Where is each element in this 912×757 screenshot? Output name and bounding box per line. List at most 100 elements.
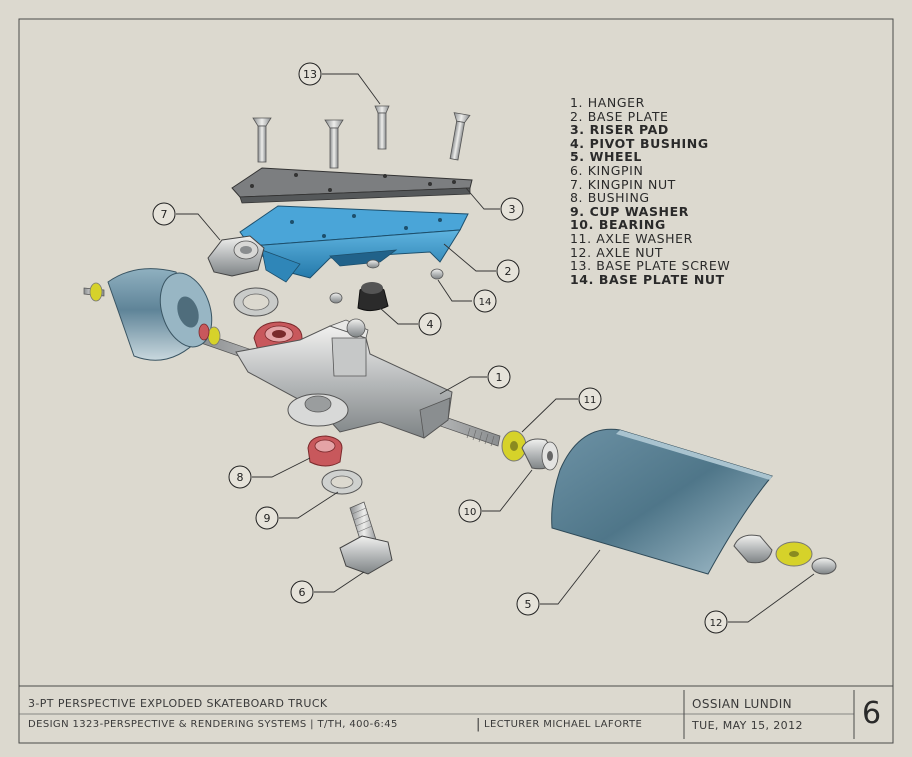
bearing-right <box>733 534 773 564</box>
callout-8: 8 <box>228 465 252 489</box>
callout-14-label: 14 <box>479 297 492 308</box>
legend-num: 12. <box>570 244 592 260</box>
legend-label: BEARING <box>598 217 666 233</box>
parts-legend: 1. HANGER 2. BASE PLATE 3. RISER PAD 4. … <box>570 96 730 286</box>
legend-num: 7. <box>570 176 584 192</box>
legend-label: KINGPIN <box>587 162 644 178</box>
legend-num: 9. <box>570 203 585 219</box>
cup-washer-top <box>233 287 279 317</box>
callout-2: 2 <box>496 259 520 283</box>
legend-label: HANGER <box>587 95 645 110</box>
base-plate-nuts <box>329 259 444 304</box>
legend-num: 2. <box>570 108 584 124</box>
callout-5: 5 <box>516 592 540 616</box>
callout-6-label: 6 <box>299 586 306 599</box>
callout-10-label: 10 <box>464 507 477 518</box>
callout-1: 1 <box>487 365 511 389</box>
callout-13: 13 <box>298 62 322 86</box>
legend-label: CUP WASHER <box>589 203 689 219</box>
legend-item: 4. PIVOT BUSHING <box>570 135 730 151</box>
legend-label: BASE PLATE NUT <box>598 271 725 287</box>
legend-item: 12. AXLE NUT <box>570 244 730 260</box>
callout-10: 10 <box>458 499 482 523</box>
callout-14: 14 <box>473 289 497 313</box>
legend-item: 11. AXLE WASHER <box>570 232 730 246</box>
legend-num: 5. <box>570 149 585 165</box>
legend-item: 3. RISER PAD <box>570 123 730 137</box>
callout-11-label: 11 <box>584 395 597 406</box>
drawing-title: 3-PT PERSPECTIVE EXPLODED SKATEBOARD TRU… <box>28 697 328 710</box>
callout-9-label: 9 <box>264 512 271 525</box>
axle-washer <box>501 430 527 462</box>
legend-item: 14. BASE PLATE NUT <box>570 271 730 287</box>
callout-9: 9 <box>255 506 279 530</box>
legend-label: BASE PLATE <box>587 108 669 124</box>
callout-8-label: 8 <box>237 471 244 484</box>
legend-num: 4. <box>570 135 585 151</box>
legend-item: 9. CUP WASHER <box>570 203 730 219</box>
bearing-left <box>198 323 210 341</box>
legend-item: 6. KINGPIN <box>570 164 730 178</box>
axle-nut <box>811 557 837 575</box>
legend-num: 13. <box>570 258 592 274</box>
axle-washer-right-hole <box>789 551 799 557</box>
legend-num: 14. <box>570 271 594 287</box>
callout-2-label: 2 <box>505 265 512 278</box>
kingpin <box>339 501 393 575</box>
legend-label: BUSHING <box>587 190 650 206</box>
title-block-separator: | <box>476 717 481 732</box>
legend-num: 10. <box>570 217 594 233</box>
wheel-left <box>89 268 213 361</box>
axle-washer-left <box>207 326 221 346</box>
legend-item: 10. BEARING <box>570 218 730 232</box>
legend-item: 1. HANGER <box>570 96 730 110</box>
callout-12-label: 12 <box>710 618 723 629</box>
lecturer-name: LECTURER MICHAEL LAFORTE <box>484 719 643 730</box>
callout-12: 12 <box>704 610 728 634</box>
legend-label: RISER PAD <box>589 122 669 138</box>
legend-label: AXLE NUT <box>596 244 664 260</box>
legend-item: 5. WHEEL <box>570 150 730 164</box>
callout-5-label: 5 <box>525 598 532 611</box>
legend-num: 11. <box>570 230 592 246</box>
author-name: OSSIAN LUNDIN <box>692 697 793 711</box>
hanger <box>235 318 453 439</box>
legend-item: 7. KINGPIN NUT <box>570 176 730 192</box>
title-block-frame <box>18 685 894 744</box>
callout-4: 4 <box>418 312 442 336</box>
legend-item: 8. BUSHING <box>570 191 730 205</box>
legend-label: KINGPIN NUT <box>587 176 676 192</box>
legend-label: WHEEL <box>589 149 642 165</box>
base-plate-screws <box>252 105 471 169</box>
callout-1-label: 1 <box>496 371 503 384</box>
callout-7: 7 <box>152 202 176 226</box>
callout-3-label: 3 <box>509 203 516 216</box>
legend-item: 13. BASE PLATE SCREW <box>570 259 730 273</box>
base-plate <box>239 205 469 283</box>
cup-washer <box>321 469 363 495</box>
callout-4-label: 4 <box>427 318 434 331</box>
legend-label: BASE PLATE SCREW <box>596 258 731 274</box>
riser-pad <box>231 167 473 204</box>
wheel-right <box>551 428 773 575</box>
callout-6: 6 <box>290 580 314 604</box>
callout-13-label: 13 <box>303 68 317 81</box>
bushing <box>307 435 343 467</box>
callout-3: 3 <box>500 197 524 221</box>
course-info: DESIGN 1323-PERSPECTIVE & RENDERING SYST… <box>28 719 398 730</box>
legend-label: PIVOT BUSHING <box>589 135 709 151</box>
legend-num: 6. <box>570 162 584 178</box>
legend-num: 8. <box>570 190 584 206</box>
callout-11: 11 <box>578 387 602 411</box>
drawing-date: TUE, MAY 15, 2012 <box>692 719 803 732</box>
sheet-number: 6 <box>862 696 882 731</box>
legend-num: 3. <box>570 122 585 138</box>
callout-7-label: 7 <box>161 208 168 221</box>
legend-num: 1. <box>570 95 584 110</box>
pivot-bushing <box>357 282 389 312</box>
kingpin-nut <box>207 235 265 277</box>
legend-item: 2. BASE PLATE <box>570 108 730 124</box>
bearing <box>521 438 559 471</box>
